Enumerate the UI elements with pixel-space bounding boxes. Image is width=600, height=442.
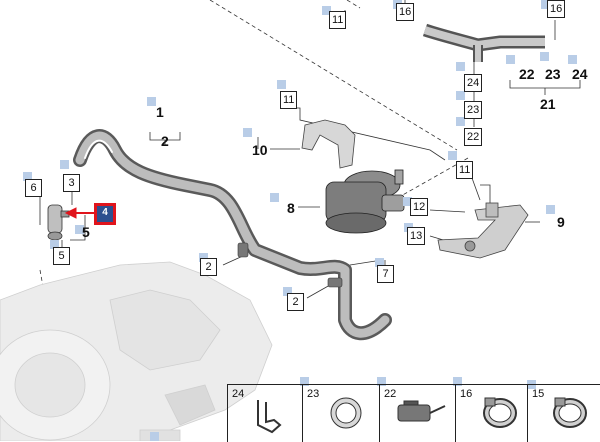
marker-dot: [375, 258, 384, 267]
callout-11[interactable]: 11: [280, 91, 298, 109]
marker-dot: [283, 287, 292, 296]
callout-4-highlighted[interactable]: 4: [94, 203, 116, 225]
marker-dot: [456, 117, 465, 126]
label-22[interactable]: 22: [519, 66, 535, 82]
marker-dot: [403, 197, 412, 206]
callout-7[interactable]: 7: [377, 265, 394, 283]
strip-cell-number: 22: [384, 388, 397, 400]
marker-dot: [456, 91, 465, 100]
marker-dot: [150, 432, 159, 441]
marker-dot: [448, 151, 457, 160]
callout-24[interactable]: 24: [464, 74, 483, 92]
marker-dot: [540, 52, 549, 61]
marker-dot: [243, 128, 252, 137]
label-1[interactable]: 1: [156, 104, 164, 120]
label-5[interactable]: 5: [82, 224, 90, 240]
callout-23[interactable]: 23: [464, 101, 483, 119]
marker-dot: [60, 160, 69, 169]
callout-13[interactable]: 13: [407, 227, 426, 245]
marker-dot: [568, 55, 577, 64]
marker-dot: [23, 172, 32, 181]
strip-cell-number: 23: [307, 388, 320, 400]
marker-dot: [377, 377, 386, 386]
label-8[interactable]: 8: [287, 200, 295, 216]
marker-dot: [456, 62, 465, 71]
callout-2[interactable]: 2: [200, 258, 217, 276]
label-9[interactable]: 9: [557, 214, 565, 230]
callout-11[interactable]: 11: [329, 11, 347, 29]
marker-dot: [322, 6, 331, 15]
marker-dot: [453, 377, 462, 386]
callout-6[interactable]: 6: [25, 179, 42, 197]
callout-5[interactable]: 5: [53, 247, 70, 265]
marker-dot: [75, 225, 84, 234]
strip-cell-24[interactable]: 24: [227, 385, 302, 442]
strip-cell-16[interactable]: 16: [455, 385, 527, 442]
parts-strip: 24 23 22 16 15: [227, 384, 600, 442]
marker-dot: [300, 377, 309, 386]
label-24[interactable]: 24: [572, 66, 588, 82]
strip-cell-number: 24: [232, 388, 245, 400]
strip-cell-22[interactable]: 22: [379, 385, 455, 442]
strip-cell-number: 15: [532, 388, 545, 400]
marker-dot: [199, 253, 208, 262]
marker-dot: [270, 193, 279, 202]
marker-dot: [147, 97, 156, 106]
marker-dot: [506, 55, 515, 64]
callout-16[interactable]: 16: [547, 0, 566, 18]
callout-2[interactable]: 2: [287, 293, 304, 311]
strip-cell-15[interactable]: 15: [527, 385, 600, 442]
marker-dot: [541, 0, 550, 9]
label-10[interactable]: 10: [252, 142, 268, 158]
strip-cell-number: 16: [460, 388, 473, 400]
callout-22[interactable]: 22: [464, 128, 483, 146]
marker-dot: [546, 205, 555, 214]
callout-3[interactable]: 3: [63, 174, 80, 192]
label-23[interactable]: 23: [545, 66, 561, 82]
callout-12[interactable]: 12: [410, 198, 429, 216]
callout-16[interactable]: 16: [396, 3, 415, 21]
callout-11[interactable]: 11: [456, 161, 474, 179]
marker-dot: [50, 240, 59, 249]
marker-dot: [277, 80, 286, 89]
label-2[interactable]: 2: [161, 133, 169, 149]
label-21[interactable]: 21: [540, 96, 556, 112]
strip-cell-23[interactable]: 23: [302, 385, 379, 442]
